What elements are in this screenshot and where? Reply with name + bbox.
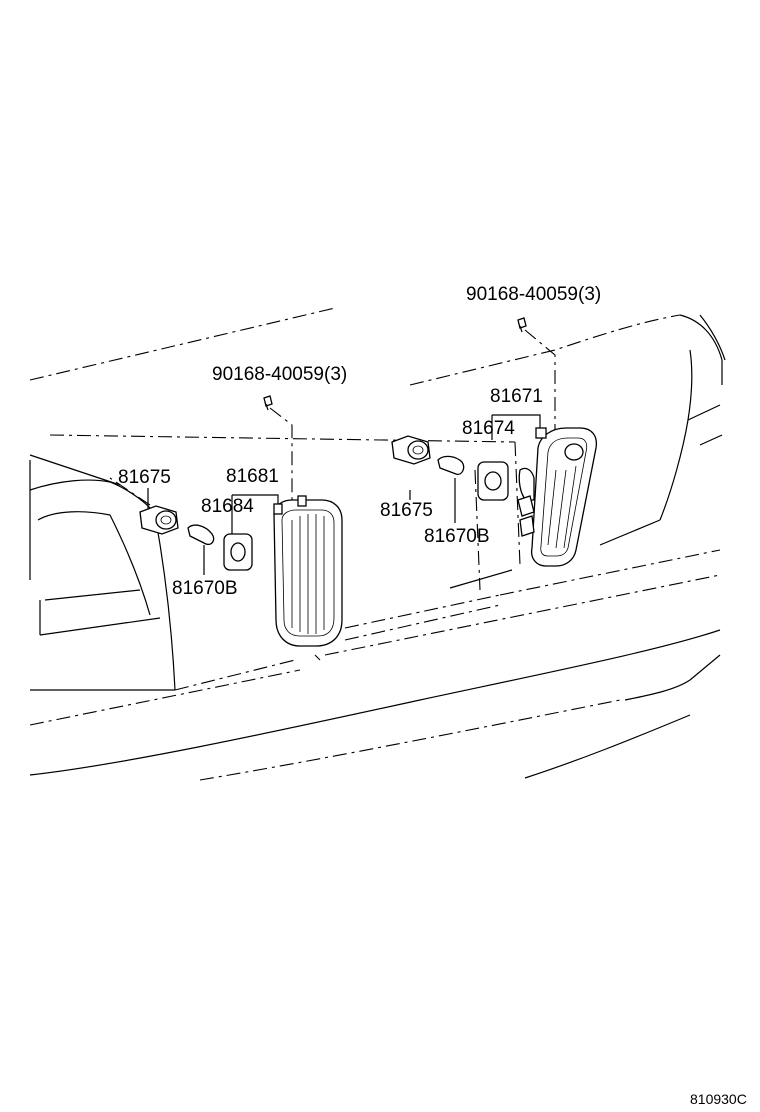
callout-gasket-right: 81674 (462, 418, 515, 439)
bulb-left (187, 524, 215, 546)
callout-screw-right: 90168-40059(3) (466, 284, 601, 305)
bulb-right (437, 455, 465, 475)
leader-lines (109, 329, 556, 661)
screw-right (517, 317, 527, 333)
callout-lamp-right: 81671 (490, 386, 543, 407)
callout-screw-left: 90168-40059(3) (212, 364, 347, 385)
gasket-left (223, 533, 253, 571)
gasket-right (477, 461, 509, 501)
screw-left (263, 395, 273, 411)
socket-right (391, 435, 431, 465)
lamp-right (517, 427, 598, 567)
callout-socket-right: 81675 (380, 500, 433, 521)
callout-bulb-right: 81670B (424, 526, 490, 547)
callouts: 90168-40059(3) 90168-40059(3) 81671 8167… (118, 284, 747, 1107)
lamp-left (273, 495, 343, 647)
callout-socket-left: 81675 (118, 467, 171, 488)
diagram-code: 810930C (690, 1091, 747, 1107)
callout-lamp-left: 81681 (226, 466, 279, 487)
socket-left (139, 505, 179, 535)
callout-bulb-left: 81670B (172, 578, 238, 599)
callout-gasket-left: 81684 (201, 496, 254, 517)
bumper-outline (29, 307, 726, 781)
